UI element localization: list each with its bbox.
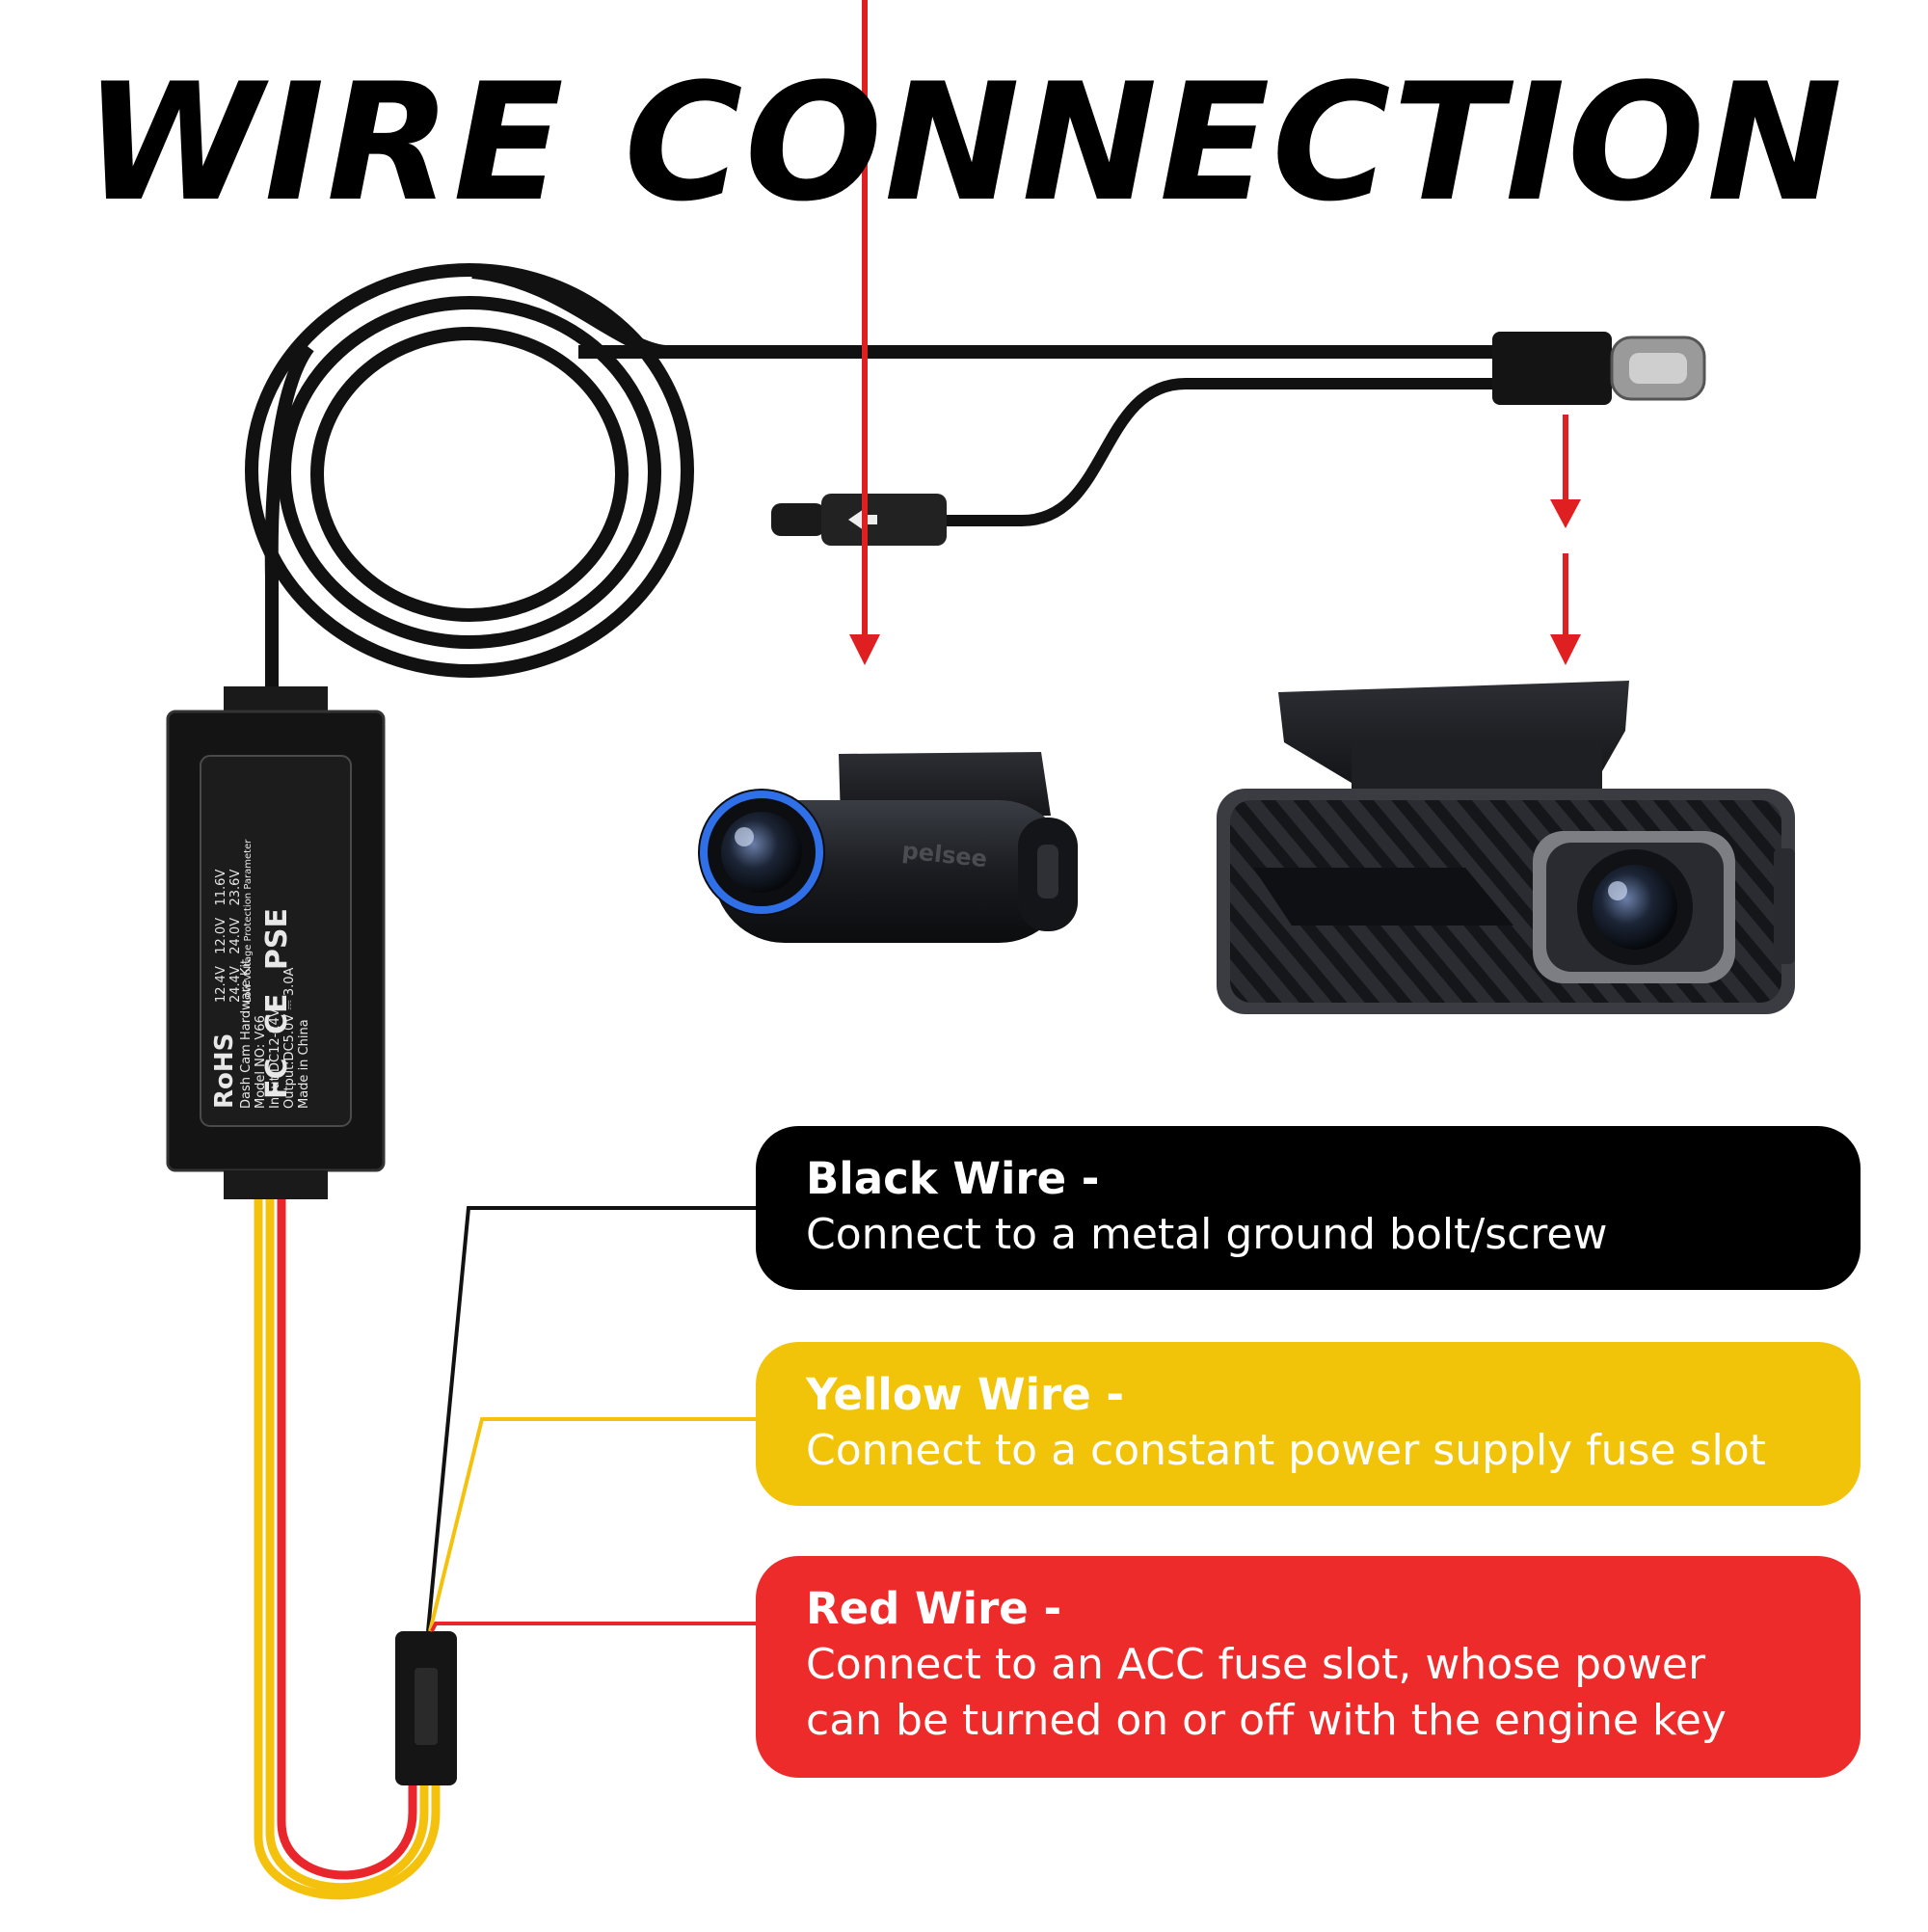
yellow-wire-description-1: Connect to a constant power supply fuse … (806, 1426, 1766, 1475)
voltage-row-2-c: 23.6V (228, 869, 243, 906)
front-camera-icon: pelsee (698, 752, 1078, 943)
voltage-table: 12.4V 12.0V 11.6V 24.4V 24.0V 23.6V Low … (214, 791, 254, 1003)
voltage-row-1-b: 12.0V (214, 917, 228, 954)
yellow-wire-heading: Yellow Wire - (806, 1369, 1125, 1420)
black-wire-heading: Black Wire - (806, 1153, 1100, 1204)
label-line-5: Made in China (297, 1019, 311, 1109)
arrow-down-icon (849, 0, 1581, 665)
rear-camera-cable (945, 378, 1504, 526)
voltage-row-1-c: 11.6V (214, 869, 228, 906)
ce-mark: CE (260, 993, 294, 1035)
red-wire-description-2: can be turned on or off with the engine … (806, 1696, 1727, 1745)
power-wires (254, 1199, 441, 1900)
voltage-row-1-a: 12.4V (214, 966, 228, 1003)
mini-connector-icon (771, 494, 947, 546)
cert-marks: FC CE PSE (260, 906, 294, 1099)
red-wire-heading: Red Wire - (806, 1583, 1062, 1634)
voltage-row-2-b: 24.0V (228, 917, 243, 954)
cable-coil (245, 263, 1504, 694)
leader-lines (426, 1206, 756, 1632)
black-wire-box: Black Wire - Connect to a metal ground b… (756, 1126, 1861, 1290)
inline-connector-icon (395, 1631, 457, 1785)
red-wire-box: Red Wire - Connect to an ACC fuse slot, … (756, 1556, 1861, 1778)
voltage-row-2-a: 24.4V (228, 966, 243, 1003)
hardwire-module-icon (166, 686, 386, 1199)
fcc-mark: FC (260, 1058, 294, 1099)
pse-mark: PSE (260, 907, 294, 971)
page-title: WIRE CONNECTION (83, 48, 1845, 237)
voltage-caption: Low Voltage Protection Parameter (243, 839, 254, 1003)
black-wire-description-1: Connect to a metal ground bolt/screw (806, 1210, 1608, 1259)
usb-c-connector-icon (1492, 332, 1706, 405)
yellow-wire-box: Yellow Wire - Connect to a constant powe… (756, 1342, 1861, 1506)
rear-camera-icon (1217, 681, 1795, 1014)
red-wire-description-1: Connect to an ACC fuse slot, whose power (806, 1640, 1706, 1689)
